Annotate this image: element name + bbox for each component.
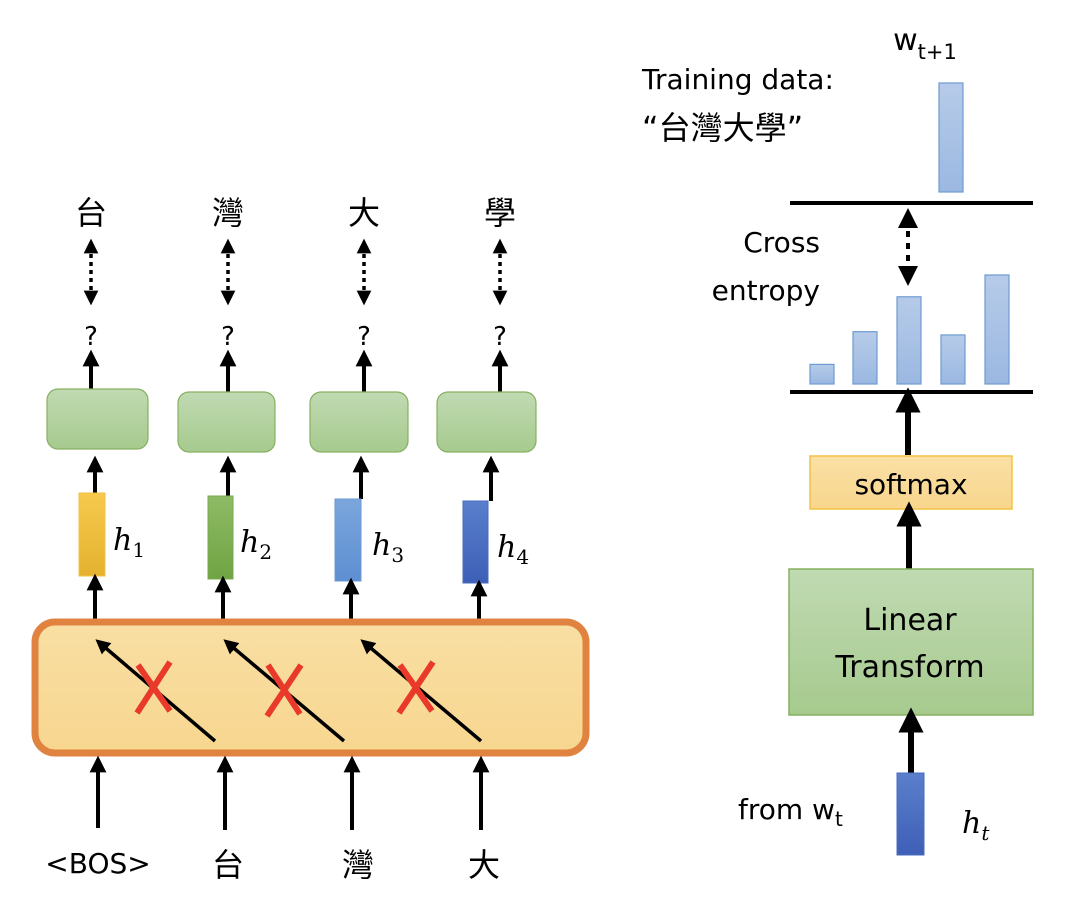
hidden-to-output-arrows: [86, 455, 500, 501]
hidden-state-bar-3: [334, 498, 362, 582]
softmax-label: softmax: [854, 468, 967, 501]
predicted-bar-5: [984, 274, 1010, 385]
hidden-state-bar-4: [462, 500, 489, 584]
predicted-bar-1: [809, 363, 835, 385]
blocked-marks: [134, 660, 436, 718]
hidden-state-bar-2: [207, 495, 234, 580]
output-token-1: 台: [75, 194, 107, 232]
output-token-4: 學: [484, 194, 516, 232]
hidden-state-label-4: h4: [497, 530, 529, 569]
from-word-label: from wt: [738, 793, 843, 831]
cross-entropy-label-line2: entropy: [712, 274, 820, 307]
linear-transform-label-line1: Linear: [863, 603, 957, 638]
red-x-icon: [134, 660, 173, 715]
predicted-bar-2: [852, 331, 878, 385]
output-arrows: [82, 349, 509, 392]
input-token-4: 大: [468, 846, 500, 884]
red-x-icon: [264, 663, 304, 718]
target-bar-1: [938, 82, 964, 193]
hidden-state-bar-1: [78, 492, 106, 577]
training-data-value: “台灣大學”: [642, 109, 803, 147]
predicted-bar-3: [896, 296, 922, 385]
output-layer-box-3: [309, 391, 409, 453]
input-token-1: <BOS>: [45, 847, 150, 880]
hidden-state-bar-t: [896, 772, 925, 856]
target-word-label: wt+1: [893, 23, 957, 64]
hidden-state-label-3: h3: [372, 528, 404, 567]
hidden-state-label-2: h2: [240, 525, 272, 564]
predicted-distribution: [809, 274, 1010, 385]
prediction-4: ?: [493, 322, 507, 352]
output-layer-box-2: [177, 391, 276, 453]
right-panel: Training data: “台灣大學” wt+1 Cross entropy…: [641, 23, 1034, 856]
target-distribution: [938, 82, 964, 193]
input-arrows: [89, 755, 490, 830]
training-data-label: Training data:: [641, 63, 834, 96]
prediction-1: ?: [84, 322, 98, 352]
output-layer-box-4: [436, 391, 537, 453]
left-panel: 台 灣 大 學 ? ? ? ?: [31, 194, 590, 884]
hidden-state-label-1: h1: [113, 523, 145, 562]
output-token-2: 灣: [212, 194, 244, 232]
output-token-3: 大: [348, 194, 380, 232]
output-layer-box-1: [46, 388, 149, 450]
diagonal-arrow-3: [360, 639, 483, 743]
compare-arrows: [83, 238, 508, 306]
red-x-icon: [396, 660, 436, 715]
prediction-3: ?: [357, 322, 371, 352]
hidden-state-label-t: ht: [962, 806, 990, 845]
cross-entropy-label-line1: Cross: [743, 226, 820, 259]
predicted-bar-4: [940, 334, 966, 385]
block-to-hidden-arrows: [86, 573, 488, 620]
input-token-3: 灣: [342, 846, 374, 884]
linear-transform-box: [788, 568, 1034, 716]
input-token-2: 台: [212, 846, 244, 884]
prediction-2: ?: [221, 322, 235, 352]
linear-transform-label-line2: Transform: [834, 650, 984, 685]
model-block: [31, 618, 590, 757]
